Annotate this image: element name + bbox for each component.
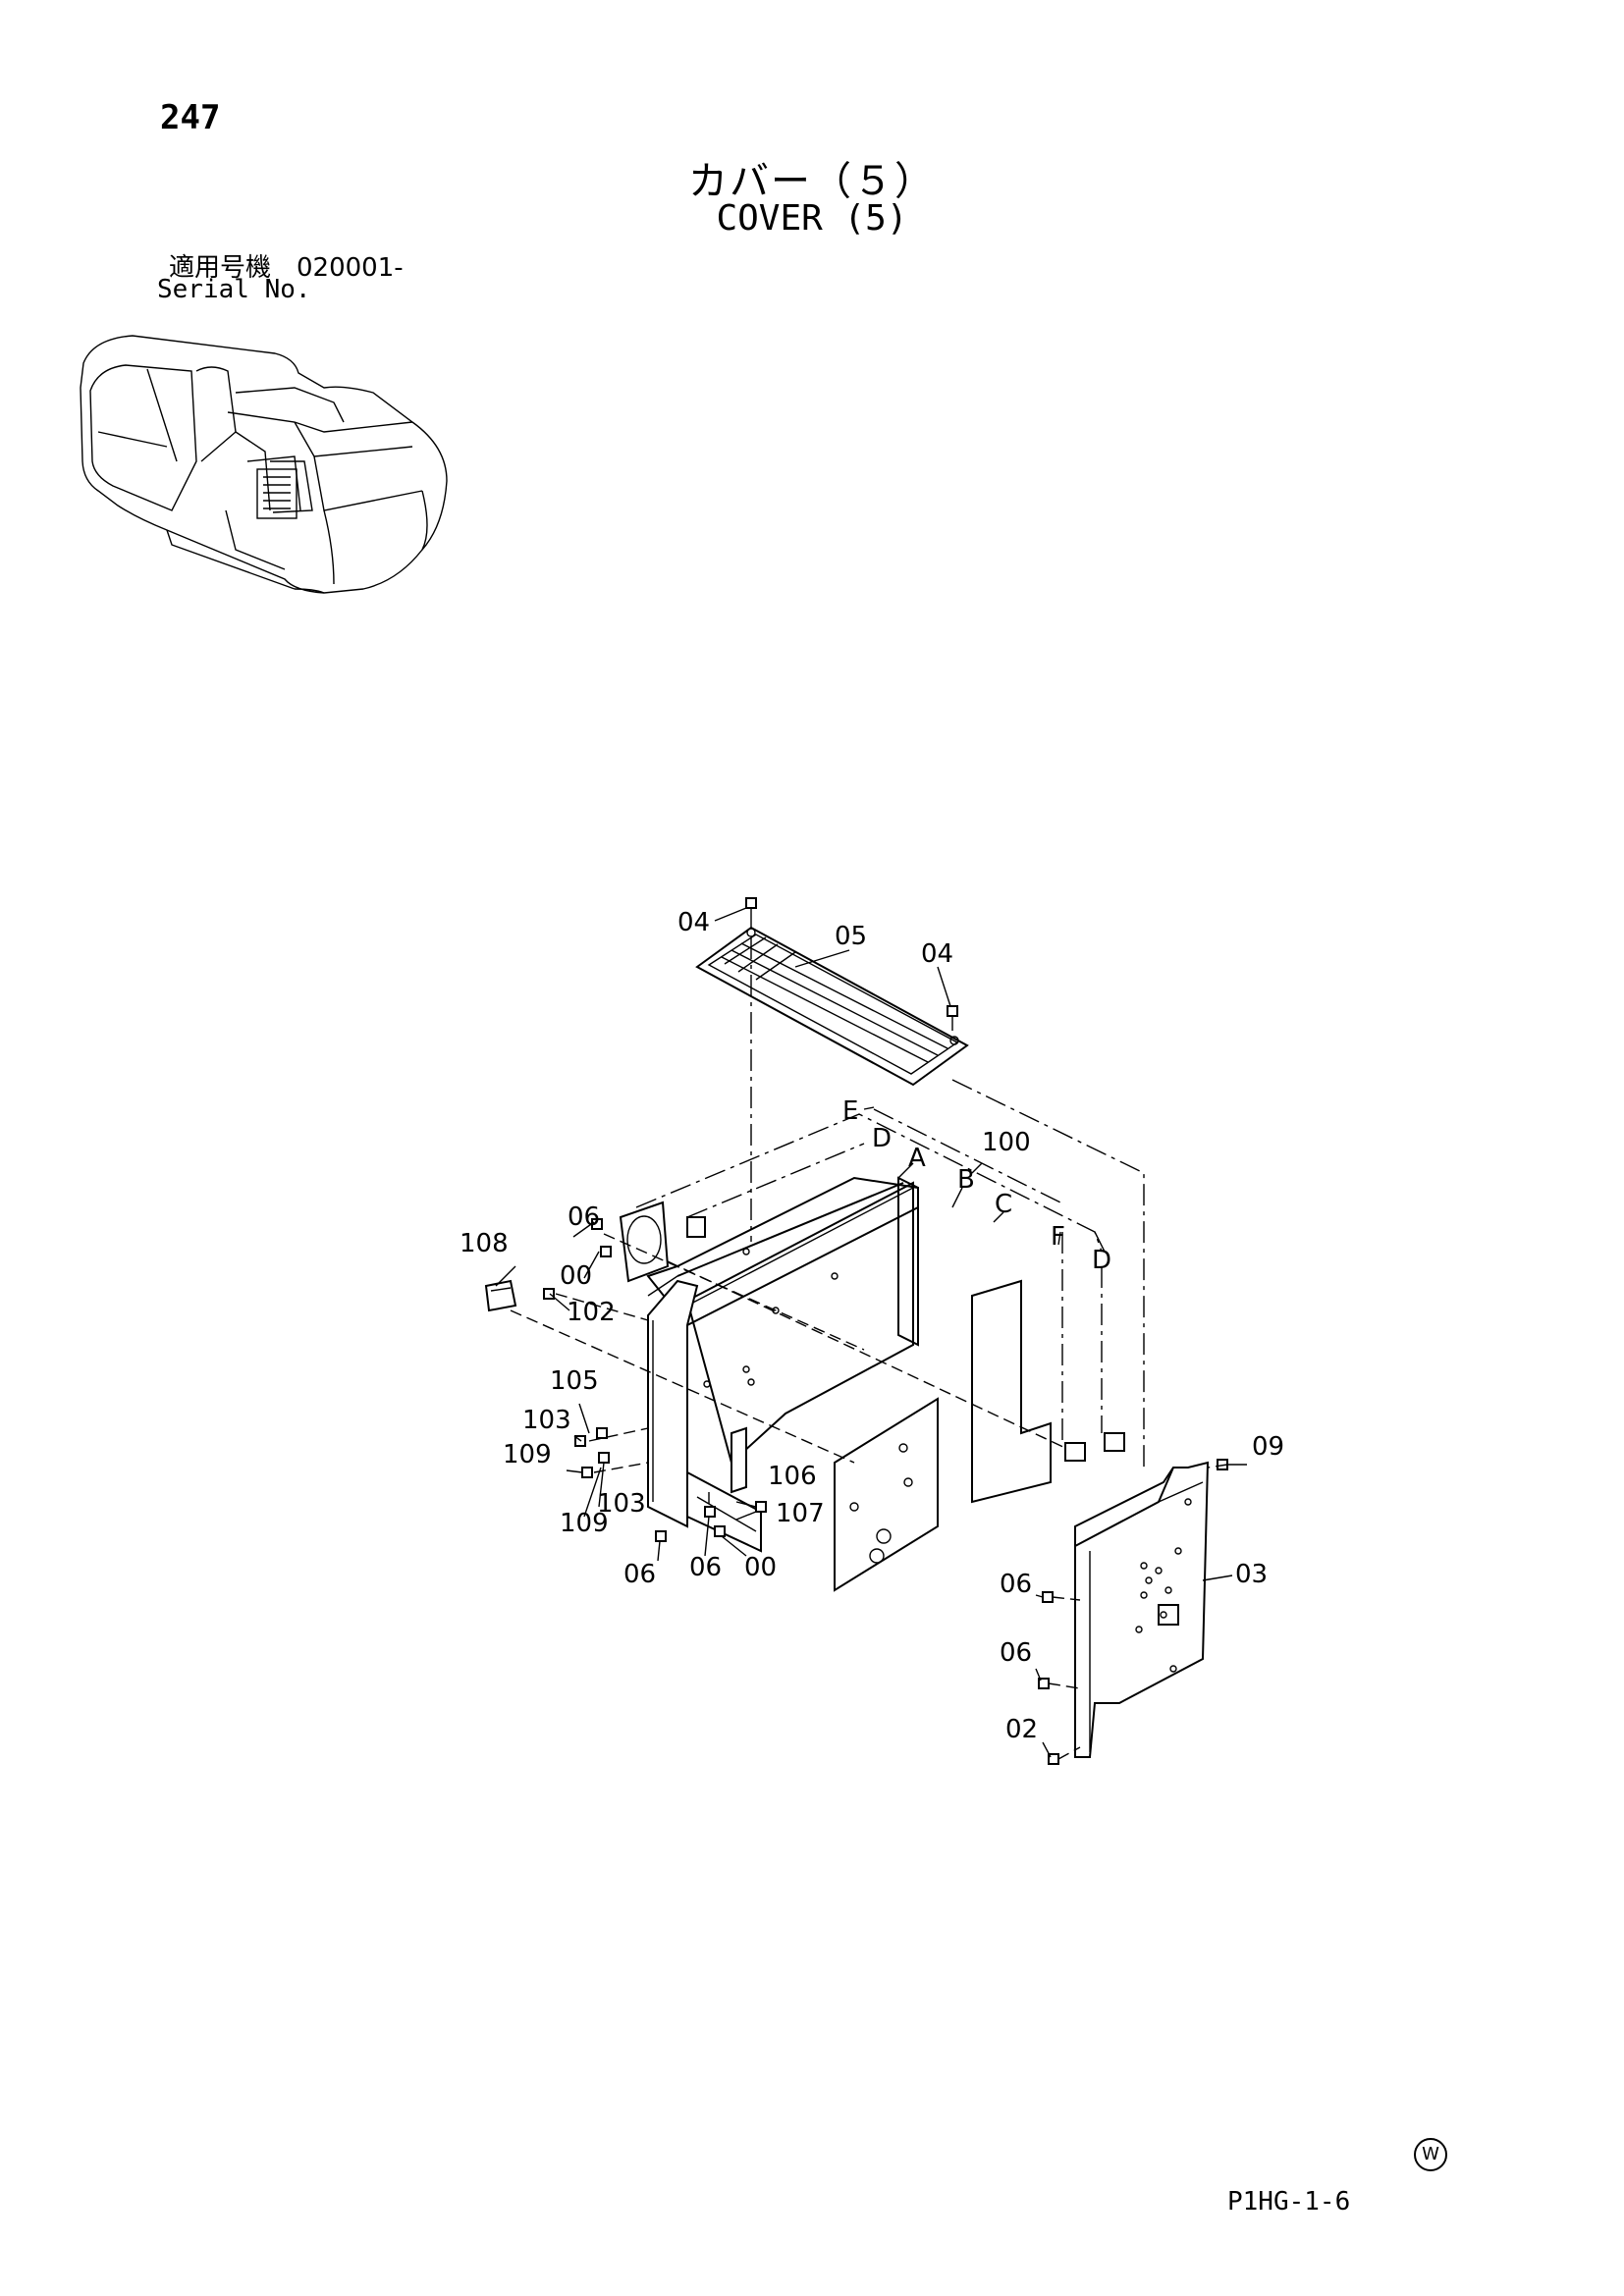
assembly-lines — [510, 937, 1228, 1760]
seal-block-d — [686, 1216, 706, 1238]
callout-00: 00 — [744, 1553, 777, 1582]
duct-flange — [619, 1201, 670, 1283]
callout-06: 06 — [1000, 1638, 1032, 1668]
callout-04: 04 — [921, 939, 953, 969]
callout-105: 105 — [550, 1366, 599, 1396]
insulation-panel-c — [971, 1279, 1052, 1504]
callout-labels: 04 05 04 E D A 100 B C F D 06 108 00 102… — [460, 908, 1284, 1744]
serial-number-japanese: 適用号機 020001- — [169, 253, 404, 283]
callout-108: 108 — [460, 1229, 509, 1258]
excavator-thumbnail-icon — [80, 335, 448, 594]
callout-107: 107 — [776, 1499, 825, 1528]
callout-d: D — [1092, 1246, 1111, 1275]
callout-05: 05 — [835, 922, 867, 951]
callout-06: 06 — [568, 1202, 600, 1232]
insulation-panel-b — [834, 1397, 939, 1592]
callout-109: 109 — [560, 1509, 609, 1538]
callout-103: 103 — [597, 1489, 646, 1519]
callout-03: 03 — [1235, 1560, 1268, 1589]
callout-102: 102 — [567, 1298, 616, 1327]
callout-b: B — [957, 1165, 975, 1195]
leader-lines — [495, 907, 1247, 1758]
callout-e: E — [842, 1096, 858, 1126]
callout-d: D — [872, 1124, 892, 1153]
callout-06: 06 — [689, 1553, 722, 1582]
page-title-english: COVER (5) — [716, 198, 908, 239]
page-title-japanese: カバー（５） — [688, 159, 936, 204]
callout-103: 103 — [522, 1406, 571, 1435]
top-cover-plate — [695, 926, 969, 1087]
seal-block-f — [1064, 1442, 1086, 1462]
callout-06: 06 — [1000, 1570, 1032, 1599]
circled-w-mark: W — [1414, 2138, 1447, 2171]
bracket-108 — [484, 1279, 517, 1312]
figure-code: P1HG-1-6 — [1227, 2187, 1351, 2216]
callout-02: 02 — [1005, 1715, 1038, 1744]
callout-f: F — [1051, 1222, 1065, 1252]
bolt-04-right — [947, 1005, 958, 1031]
seal-block-d2 — [1104, 1432, 1125, 1452]
callout-a: A — [908, 1144, 926, 1173]
callout-04: 04 — [677, 908, 710, 937]
right-side-panel — [1074, 1461, 1210, 1758]
callout-00: 00 — [560, 1261, 592, 1291]
callout-100: 100 — [982, 1128, 1031, 1157]
page-number: 247 — [160, 98, 221, 137]
callout-106: 106 — [768, 1462, 817, 1491]
left-side-panel — [647, 1279, 762, 1553]
callout-c: C — [995, 1190, 1012, 1219]
callout-09: 09 — [1252, 1432, 1284, 1462]
callout-109: 109 — [503, 1440, 552, 1469]
serial-number-label: Serial No. — [157, 275, 311, 304]
callout-06: 06 — [623, 1560, 656, 1589]
bolt-04-left — [745, 897, 757, 928]
